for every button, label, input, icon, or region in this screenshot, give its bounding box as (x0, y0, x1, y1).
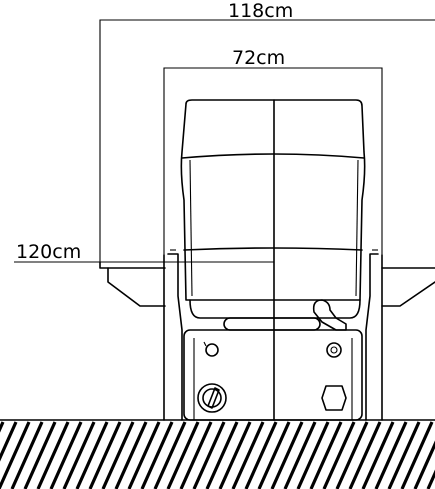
ground-hatch-line (426, 469, 435, 489)
ground-hatch-line (114, 421, 148, 489)
ground-hatch-line (0, 421, 31, 489)
ground-hatch-line (88, 421, 122, 489)
seat-width-label: 72cm (232, 47, 285, 69)
outer-width-dimension: 118cm (99, 0, 435, 262)
backrest (100, 99, 366, 421)
ground-hatch-line (62, 421, 96, 489)
ground-hatch-line (140, 421, 174, 489)
left-armrest (99, 261, 166, 307)
ground-hatch-line (0, 421, 18, 462)
ground-hatch-line (218, 421, 252, 489)
ground-hatch-line (296, 421, 330, 489)
height-dimension: 120cm (14, 241, 100, 263)
ground-hatch-line (36, 421, 70, 489)
top-right-button-icon (326, 342, 342, 358)
ground-hatch-line (127, 421, 161, 489)
ground-hatch-line (283, 421, 317, 489)
ground-hatch-line (192, 421, 226, 489)
ground-hatch-line (413, 440, 435, 489)
side-lever (312, 299, 347, 331)
ground-hatch-line (23, 421, 57, 489)
height-label: 120cm (16, 241, 81, 263)
ground-hatch-line (309, 421, 343, 489)
ground-hatch-line (166, 421, 200, 489)
ground-hatch-line (75, 421, 109, 489)
ground-hatch-line (374, 421, 408, 489)
ground-hatch-line (49, 421, 83, 489)
ground-hatch-line (231, 421, 265, 489)
ground-hatch-line (244, 421, 278, 489)
right-armrest (381, 267, 435, 307)
ground-hatch-line (153, 421, 187, 489)
ground-hatch-line (270, 421, 304, 489)
ground (0, 419, 435, 489)
ground-hatch-line (387, 421, 421, 489)
ground-hatch-line (101, 421, 135, 489)
ground-hatch-line (400, 421, 434, 489)
outer-width-label: 118cm (228, 0, 293, 22)
seat-width-dimension: 72cm (163, 47, 383, 255)
ground-hatch-line (10, 421, 44, 489)
ground-hatch-line (361, 421, 395, 489)
ground-hatch-line (335, 421, 369, 489)
ground-hatch-line (257, 421, 291, 489)
ground-hatch-line (205, 421, 239, 489)
seat-frame (163, 249, 383, 421)
ground-hatch-line (179, 421, 213, 489)
main-knob-icon (197, 383, 227, 413)
top-left-button-icon (203, 341, 219, 357)
hex-button-icon (321, 385, 347, 411)
ground-hatch-line (348, 421, 382, 489)
base-housing (183, 317, 363, 421)
ground-hatch-line (322, 421, 356, 489)
